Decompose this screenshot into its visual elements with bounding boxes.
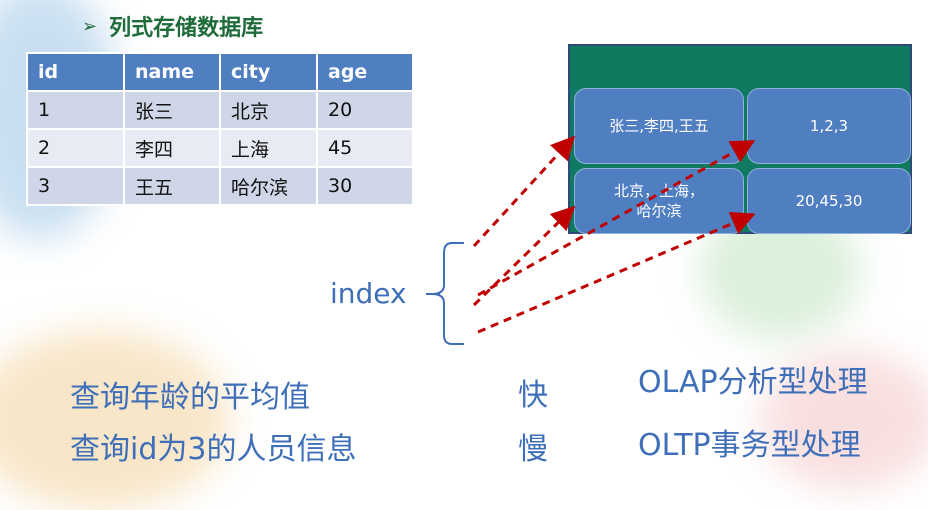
cell-name: 张三 (123, 90, 221, 130)
arrow-to-ages (477, 212, 756, 334)
cell-city: 上海 (219, 128, 318, 168)
storage-cell-ages: 20,45,30 (747, 168, 911, 234)
watercolor-splash-bottomleft (0, 330, 230, 510)
header-name: name (123, 52, 221, 92)
storage-cities-line2: 哈尔滨 (636, 202, 682, 220)
cell-id: 3 (26, 166, 125, 206)
bullet-arrow-icon: ➢ (82, 15, 98, 37)
arrow-to-ids (477, 140, 756, 297)
cell-city: 哈尔滨 (219, 166, 318, 206)
index-label: index (330, 277, 407, 310)
cell-id: 2 (26, 128, 125, 168)
speed-fast: 快 (518, 378, 548, 413)
arrow-to-cities (472, 205, 576, 307)
table-row: 3 王五 哈尔滨 30 (26, 166, 414, 206)
speed-slow: 慢 (518, 432, 548, 467)
cell-age: 30 (316, 166, 414, 206)
table-row: 2 李四 上海 45 (26, 128, 414, 168)
mode-oltp: OLTP事务型处理 (638, 428, 861, 463)
cell-age: 20 (316, 90, 414, 130)
storage-cell-names: 张三,李四,王五 (574, 88, 744, 164)
cell-name: 李四 (123, 128, 221, 168)
query-by-id: 查询id为3的人员信息 (70, 432, 357, 467)
cell-name: 王五 (123, 166, 221, 206)
table-header-row: id name city age (26, 52, 414, 92)
storage-cell-ids: 1,2,3 (747, 88, 911, 164)
header-age: age (316, 52, 414, 92)
watercolor-splash-right-pink (760, 350, 928, 490)
storage-cell-cities: 北京，上海， 哈尔滨 (574, 168, 744, 234)
section-title: ➢ 列式存储数据库 (82, 10, 263, 42)
arrow-to-names (472, 135, 576, 248)
query-average-age: 查询年龄的平均值 (70, 380, 310, 415)
header-city: city (219, 52, 318, 92)
title-text: 列式存储数据库 (109, 16, 264, 41)
header-id: id (26, 52, 125, 92)
table-row: 1 张三 北京 20 (26, 90, 414, 130)
cell-city: 北京 (219, 90, 318, 130)
index-arrows-layer (426, 135, 756, 345)
row-table: id name city age 1 张三 北京 20 2 李四 上海 45 3… (26, 52, 414, 206)
storage-cities-line1: 北京，上海， (613, 181, 704, 200)
mode-olap: OLAP分析型处理 (638, 365, 868, 400)
cell-id: 1 (26, 90, 125, 130)
cell-age: 45 (316, 128, 414, 168)
column-storage-block: 张三,李四,王五 1,2,3 北京，上海， 哈尔滨 20,45,30 (568, 44, 912, 234)
